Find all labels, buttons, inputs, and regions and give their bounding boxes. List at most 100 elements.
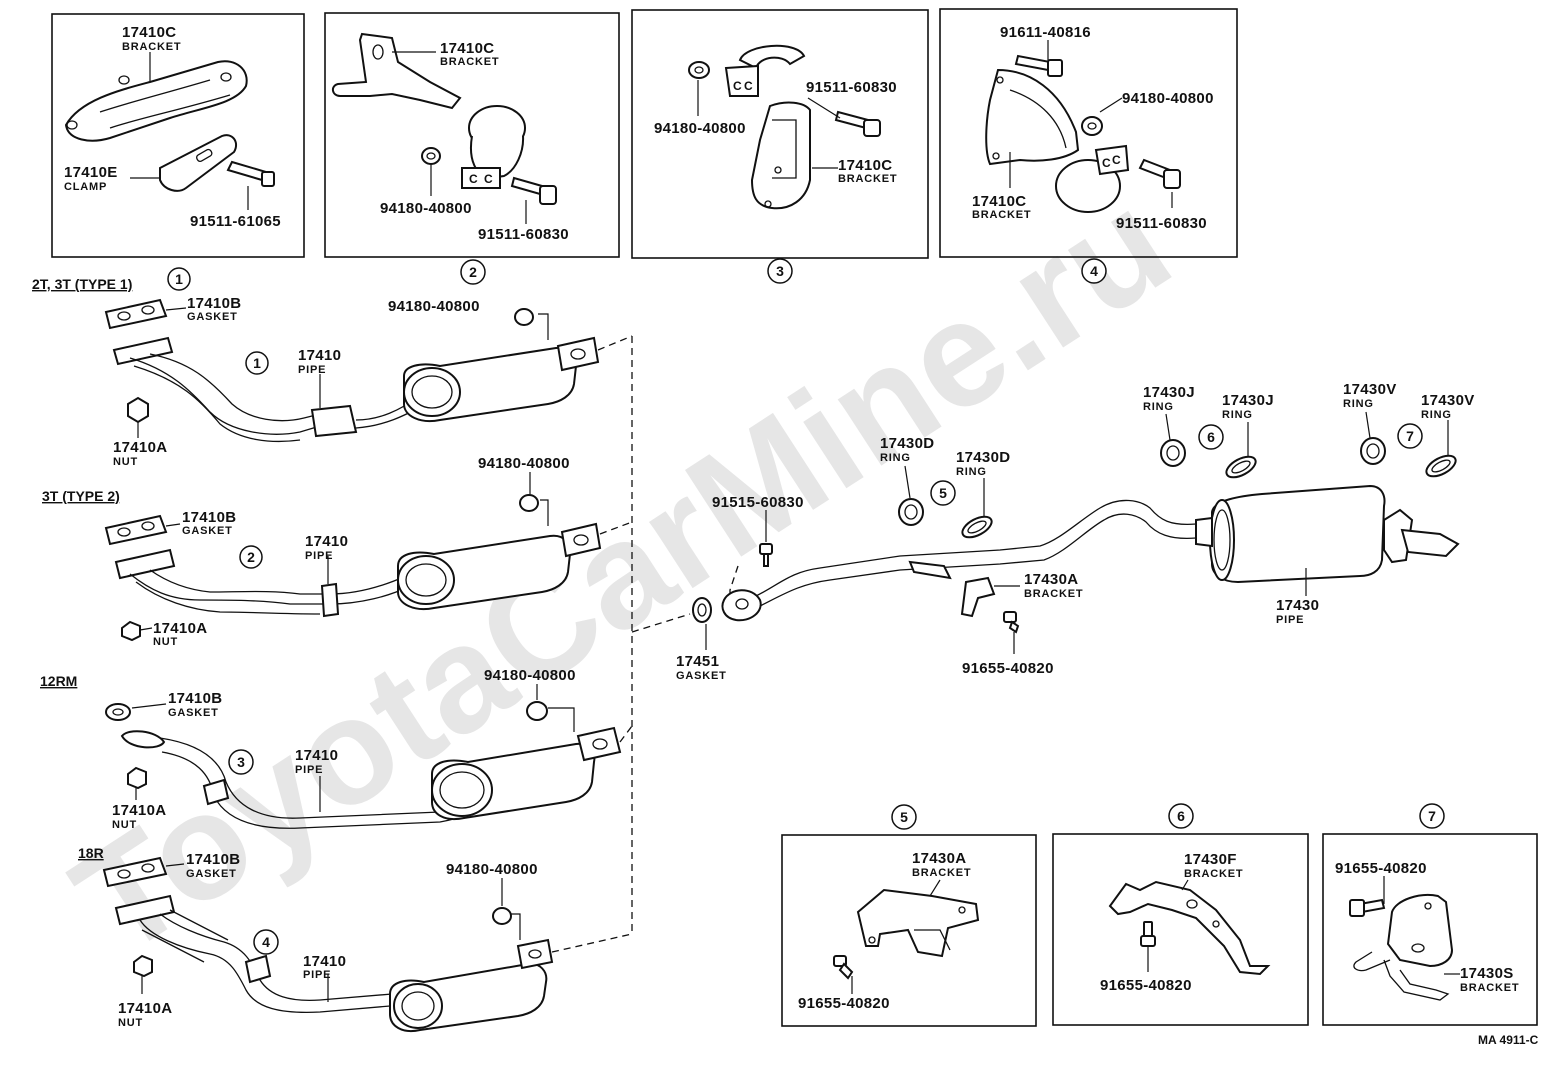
variant1-gasket-pn: 17410B (187, 295, 241, 312)
variant4-gasket-pn: 17410B (186, 851, 240, 868)
lower5-bracket-sub: BRACKET (912, 867, 971, 879)
variant-18r: 18R 17410B GASKET 94180-40800 4 17410 PI… (78, 845, 554, 1032)
lower-detail-6: 6 17430F BRACKET 91655-40820 (1052, 803, 1309, 1026)
lower7-bracket-pn: 17430S (1460, 965, 1514, 982)
variant1-pipe-pn: 17410 (298, 347, 341, 364)
box1-bolt-pn: 91511-61065 (190, 213, 281, 230)
detail-box-4: C C 91611-40816 94180-40800 17410C BRACK… (939, 8, 1238, 258)
ring-j2-sub: RING (1222, 409, 1253, 421)
svg-text:C: C (733, 79, 742, 93)
box3-bracket-pn: 17410C (838, 157, 892, 174)
lower-detail-7: 7 91655-40820 17430S BRACKET (1322, 803, 1538, 1026)
lower6-bracket-pn: 17430F (1184, 851, 1237, 868)
detail-box-2: C C 17410C BRACKET 94180-40800 91511-608… (324, 12, 620, 258)
variant1-nut-pn: 17410A (113, 439, 167, 456)
variant-3t-type2: 3T (TYPE 2) 17410B GASKET 94180-40800 2 … (42, 455, 602, 648)
box4-bolt2-pn: 91511-60830 (1116, 215, 1207, 232)
ring-v2-pn: 17430V (1421, 392, 1475, 409)
variant2-gasket-sub: GASKET (182, 525, 233, 537)
ring-d2-pn: 17430D (956, 449, 1010, 466)
group6-number: 6 (1207, 429, 1215, 445)
variant4-number: 4 (262, 934, 270, 950)
svg-text:2: 2 (469, 264, 477, 280)
tailpipe-pipe-pn: 17430 (1276, 597, 1319, 614)
tailpipe-bracket-pn: 17430A (1024, 571, 1078, 588)
box1-label-sub: BRACKET (122, 41, 181, 53)
variant2-number: 2 (247, 549, 255, 565)
detail-box-2-number: 2 (460, 259, 486, 285)
box1-clamp-pn: 17410E (64, 164, 118, 181)
tailpipe-pipe-sub: PIPE (1276, 614, 1304, 626)
variant4-pipe-pn: 17410 (303, 953, 346, 970)
ring-j1-sub: RING (1143, 401, 1174, 413)
svg-text:3: 3 (776, 263, 784, 279)
variant4-title: 18R (78, 845, 104, 861)
box4-bolt1-pn: 91611-40816 (1000, 24, 1091, 41)
variant1-number: 1 (253, 355, 261, 371)
box1-label-pn: 17410C (122, 24, 176, 41)
box3-bracket-sub: BRACKET (838, 173, 897, 185)
group7-number: 7 (1406, 428, 1414, 444)
detail-box-1-number: 1 (167, 267, 191, 291)
variant1-title: 2T, 3T (TYPE 1) (32, 276, 132, 292)
detail-box-1: 17410C BRACKET 17410E CLAMP 91511-61065 (51, 13, 305, 258)
ring-j2-pn: 17430J (1222, 392, 1274, 409)
box3-nut-pn: 94180-40800 (654, 120, 746, 137)
detail-box-3: C C 91511-60830 94180-40800 17410C BRACK… (631, 9, 929, 259)
lower5-bolt-pn: 91655-40820 (798, 995, 890, 1012)
variant2-nut-pn: 17410A (153, 620, 207, 637)
group5-number: 5 (939, 485, 947, 501)
lower6-number: 6 (1177, 808, 1185, 824)
lower5-bracket-pn: 17430A (912, 850, 966, 867)
rings-group-7: 17430V RING 7 17430V RING (1343, 381, 1475, 478)
ring-d2-sub: RING (956, 466, 987, 478)
variant-2t-3t-type1: 2T, 3T (TYPE 1) 17410B GASKET 94180-4080… (32, 276, 600, 468)
variant3-number: 3 (237, 754, 245, 770)
variant3-pipe-pn: 17410 (295, 747, 338, 764)
rings-group-5: 17430D RING 5 17430D RING (880, 435, 1010, 539)
tailpipe-gasket-sub: GASKET (676, 670, 727, 682)
rings-group-6: 17430J RING 6 17430J RING (1143, 384, 1274, 479)
variant2-bolt-pn: 94180-40800 (478, 455, 570, 472)
box2-bracket-sub: BRACKET (440, 56, 499, 68)
variant4-nut-sub: NUT (118, 1017, 143, 1029)
tailpipe-assembly: 17451 GASKET 91515-60830 17430 PIPE 1743… (676, 484, 1460, 682)
tailpipe-bracket-bolt-pn: 91655-40820 (962, 660, 1054, 677)
variant3-bolt-pn: 94180-40800 (484, 667, 576, 684)
variant2-title: 3T (TYPE 2) (42, 488, 120, 504)
ring-d1-sub: RING (880, 452, 911, 464)
box1-clamp-sub: CLAMP (64, 181, 107, 193)
svg-text:C: C (469, 172, 478, 186)
tailpipe-bracket-sub: BRACKET (1024, 588, 1083, 600)
box3-bolt-pn: 91511-60830 (806, 79, 897, 96)
svg-text:4: 4 (1090, 263, 1098, 279)
variant1-nut-sub: NUT (113, 456, 138, 468)
lower7-number: 7 (1428, 808, 1436, 824)
svg-text:1: 1 (175, 271, 183, 287)
variant3-nut-sub: NUT (112, 819, 137, 831)
variant4-gasket-sub: GASKET (186, 868, 237, 880)
box2-bracket-pn: 17410C (440, 40, 494, 57)
box2-nut-pn: 94180-40800 (380, 200, 472, 217)
variant4-nut-pn: 17410A (118, 1000, 172, 1017)
variant1-gasket-sub: GASKET (187, 311, 238, 323)
ring-v2-sub: RING (1421, 409, 1452, 421)
lower7-bracket-sub: BRACKET (1460, 982, 1519, 994)
variant1-pipe-sub: PIPE (298, 364, 326, 376)
box4-bracket-sub: BRACKET (972, 209, 1031, 221)
lower7-bolt-pn: 91655-40820 (1335, 860, 1427, 877)
lower5-number: 5 (900, 809, 908, 825)
ring-v1-sub: RING (1343, 398, 1374, 410)
variant3-gasket-sub: GASKET (168, 707, 219, 719)
svg-text:C: C (744, 79, 753, 93)
variant2-nut-sub: NUT (153, 636, 178, 648)
connection-lines (551, 335, 691, 953)
variant4-pipe-sub: PIPE (303, 969, 331, 981)
svg-text:C: C (1102, 156, 1111, 170)
ring-j1-pn: 17430J (1143, 384, 1195, 401)
variant2-pipe-sub: PIPE (305, 550, 333, 562)
variant2-gasket-pn: 17410B (182, 509, 236, 526)
variant2-pipe-pn: 17410 (305, 533, 348, 550)
svg-text:C: C (484, 172, 493, 186)
detail-box-3-number: 3 (767, 258, 793, 284)
